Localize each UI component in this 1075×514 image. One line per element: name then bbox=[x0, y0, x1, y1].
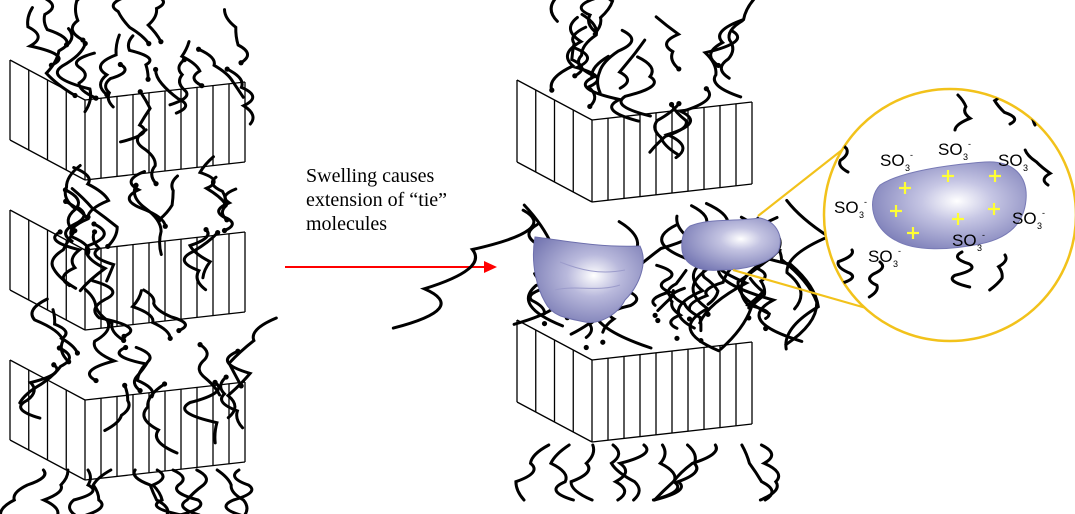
svg-text:-: - bbox=[968, 139, 971, 149]
svg-text:-: - bbox=[910, 150, 913, 160]
svg-text:SO: SO bbox=[1012, 209, 1037, 228]
right-lamella-top bbox=[517, 80, 752, 202]
svg-text:SO: SO bbox=[880, 151, 905, 170]
ion-cluster-large bbox=[533, 237, 643, 322]
svg-text:3: 3 bbox=[1037, 221, 1042, 231]
svg-text:SO: SO bbox=[834, 198, 859, 217]
svg-text:-: - bbox=[1042, 208, 1045, 218]
svg-text:3: 3 bbox=[1023, 163, 1028, 173]
svg-text:3: 3 bbox=[963, 152, 968, 162]
svg-text:3: 3 bbox=[905, 163, 910, 173]
svg-text:SO: SO bbox=[952, 231, 977, 250]
svg-text:SO: SO bbox=[998, 151, 1023, 170]
svg-text:-: - bbox=[1028, 150, 1031, 160]
svg-text:3: 3 bbox=[977, 243, 982, 253]
svg-text:-: - bbox=[898, 246, 901, 256]
left-lamella-2 bbox=[10, 210, 245, 330]
svg-text:3: 3 bbox=[893, 259, 898, 269]
transition-caption: Swelling causes extension of “tie” molec… bbox=[306, 164, 506, 236]
caption-line-2: extension of “tie” bbox=[306, 188, 506, 212]
svg-text:SO: SO bbox=[868, 247, 893, 266]
svg-text:-: - bbox=[982, 230, 985, 240]
right-lamella-bottom bbox=[517, 320, 752, 442]
caption-line-3: molecules bbox=[306, 212, 506, 236]
left-polymer-stack bbox=[1, 0, 277, 514]
svg-text:SO: SO bbox=[938, 140, 963, 159]
svg-text:3: 3 bbox=[859, 210, 864, 220]
svg-text:-: - bbox=[864, 197, 867, 207]
caption-line-1: Swelling causes bbox=[306, 164, 506, 188]
